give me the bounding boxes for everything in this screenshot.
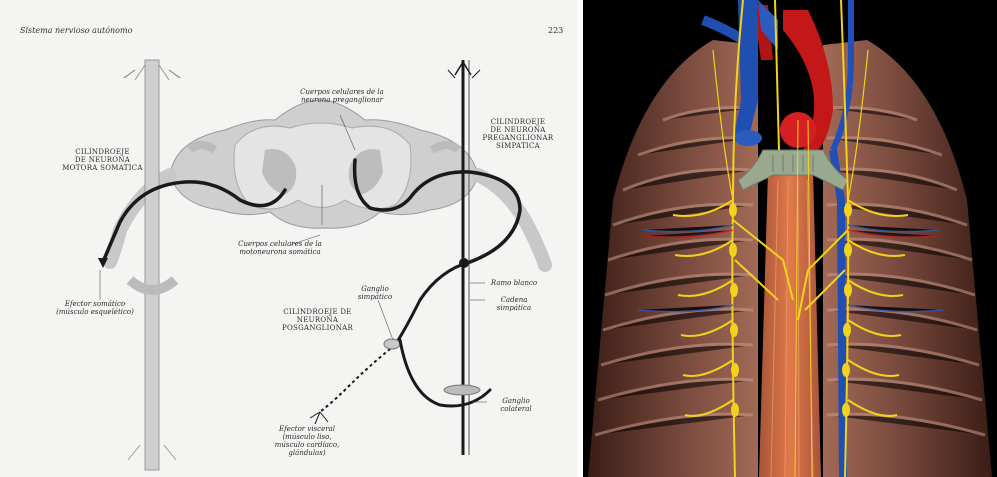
anatomy-drawing [583,0,997,477]
thoracic-anatomy-illustration [583,0,997,477]
label-postgang-cylinder: CILINDROEJE DE NEURONA POSGANGLIONAR [270,308,365,332]
label-somatic-motor-cylinder: CILINDROEJE DE NEURONA MOTORA SOMATICA [60,148,145,172]
somatic-column [124,60,180,470]
preganglionic-branch [395,262,470,345]
label-sympathetic-chain: Cadena simpática [484,296,544,312]
autonomic-diagram: Sistema nervioso autónomo 223 [0,0,578,477]
label-motor-cell-bodies: Cuerpos celulares de la motoneurona somá… [225,240,335,256]
label-pregang-cylinder: CILINDROEJE DE NEURONA PREGANGLIONAR SIM… [478,118,558,150]
label-pregang-cell-bodies: Cuerpos celulares de la neurona pregangl… [292,88,392,104]
label-somatic-effector: Efector somático (músculo esquelético) [40,300,150,316]
sympathetic-trunk-line [448,60,480,455]
label-sympathetic-ganglion: Ganglio simpático [345,285,405,301]
label-visceral-effector: Efector visceral (músculo liso, músculo … [262,425,352,457]
label-ganglion-collateral: Ganglio colateral [486,397,546,413]
postganglionic-axon [320,345,395,412]
collateral-axon [400,340,490,406]
label-rami-white: Ramo blanco [484,279,544,287]
